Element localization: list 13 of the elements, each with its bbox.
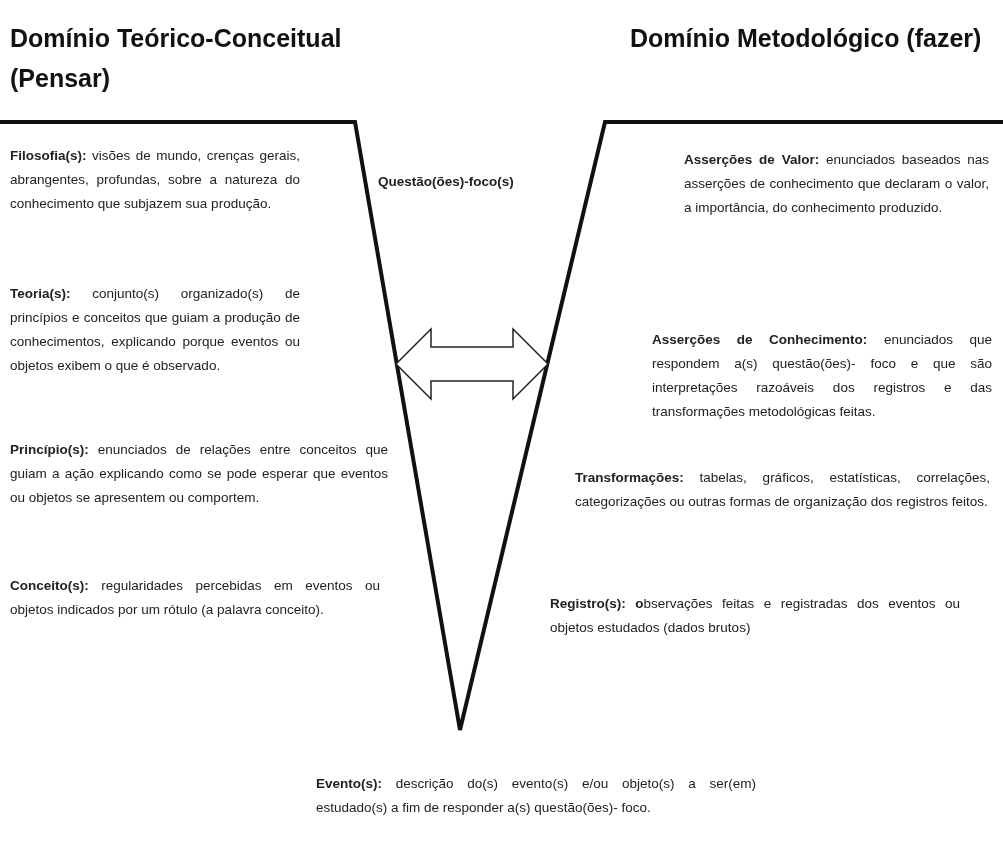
description-text: Conceito(s): regularidades percebidas em eventos ou objetos indicados por um rótulo (a palavra conceito). (10, 577, 380, 619)
description-text: Transformações: tabelas, gráficos, estatísticas, correlações, categorizações ou outras formas de organização dos registros feitos. (575, 469, 990, 511)
description-text: Registro(s): observações feitas e registradas dos eventos ou objetos estudados (dados brutos) (550, 595, 960, 637)
double-arrow (394, 327, 550, 401)
description-text: Asserções de Conhecimento: enunciados que respondem a(s) questão(ões)- foco e que são interpretações razoáveis dos registros e das transformações metodológicas feitas. (652, 331, 992, 421)
domain-heading: Domínio Teórico-Conceitual (Pensar) (10, 23, 343, 94)
description-text: Questão(ões)-foco(s) (378, 173, 515, 191)
description-text: Asserções de Valor: enunciados baseados nas asserções de conhecimento que declaram o valor, a importância, do conhecimento produzido. (684, 151, 989, 217)
description-text: Teoria(s): conjunto(s) organizado(s) de princípios e conceitos que guiam a produção de conhecimentos, explicando porque eventos ou objetos exibem o que é observado. (10, 285, 300, 375)
description-text: Filosofia(s): visões de mundo, crenças gerais, abrangentes, profundas, sobre a natureza do conhecimento que subjazem sua produção. (10, 147, 300, 213)
description-text: Evento(s): descrição do(s) evento(s) e/ou objeto(s) a ser(em) estudado(s) a fim de responder a(s) questão(ões)- foco. (316, 775, 756, 817)
description-text: Princípio(s): enunciados de relações entre conceitos que guiam a ação explicando como se pode esperar que eventos ou objetos se apresentem ou comportem. (10, 441, 388, 507)
domain-heading: Domínio Metodológico (fazer) (630, 23, 983, 54)
